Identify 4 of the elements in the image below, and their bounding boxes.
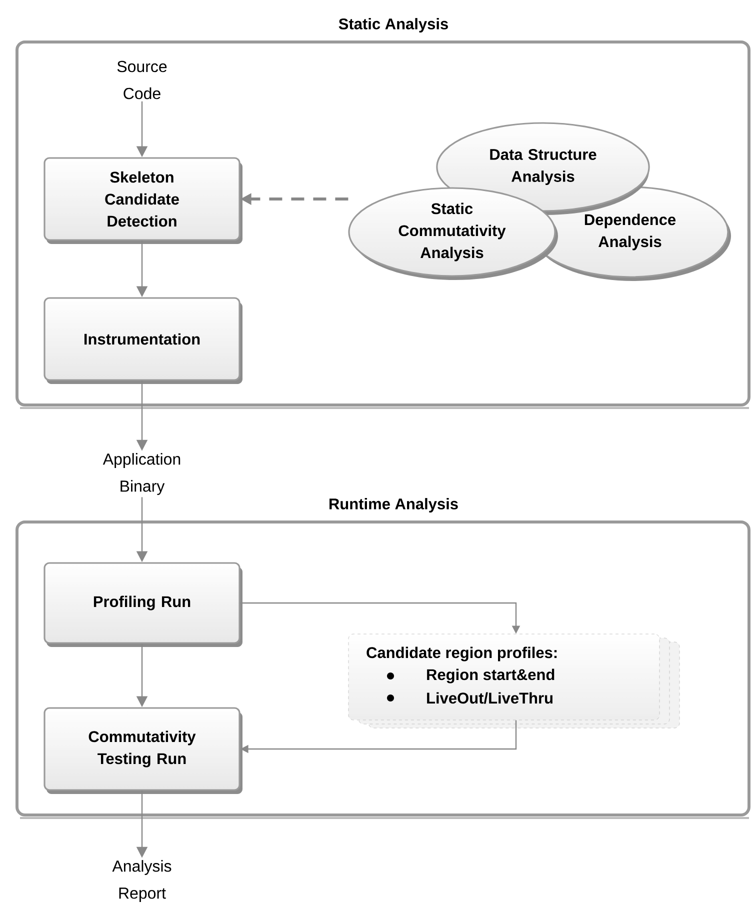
group-title: Static Analysis (338, 18, 448, 32)
group-title: Runtime Analysis (330, 498, 458, 512)
terminal-label: Application Binary (102, 453, 180, 495)
terminal-label: Analysis Report (112, 860, 172, 902)
